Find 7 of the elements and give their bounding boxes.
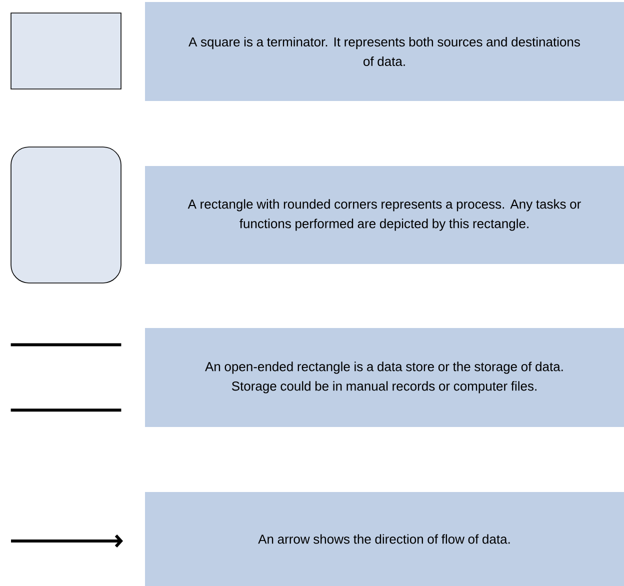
description-box: An arrow shows the direction of flow of data. [145, 492, 624, 586]
description-box: An open-ended rectangle is a data store or the storage of data. Storage could be in manual records or computer files. [145, 328, 624, 427]
description-box: A square is a terminator. It represents both sources and destinations of data. [145, 2, 624, 101]
process-box [10, 146, 122, 284]
terminator-box [10, 12, 122, 90]
description-box: A rectangle with rounded corners represents a process. Any tasks or functions performed are depicted by this rectangle. [145, 166, 624, 264]
data-store-symbol [9, 343, 123, 412]
